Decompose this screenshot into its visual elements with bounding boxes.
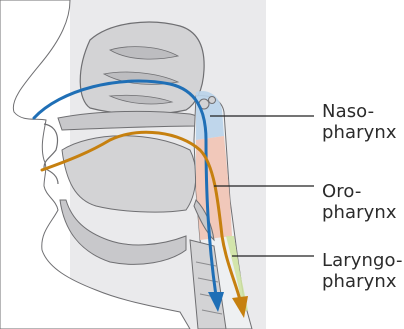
label-nasopharynx-line2: pharynx xyxy=(322,122,397,143)
label-nasopharynx: Naso- pharynx xyxy=(322,101,397,143)
label-laryngopharynx-line1: Laryngo- xyxy=(322,250,403,271)
label-oropharynx-line2: pharynx xyxy=(322,202,397,223)
label-oropharynx: Oro- pharynx xyxy=(322,181,397,223)
label-laryngopharynx-line2: pharynx xyxy=(322,271,403,292)
label-nasopharynx-line1: Naso- xyxy=(322,101,397,122)
tonsil xyxy=(209,97,216,104)
label-oropharynx-line1: Oro- xyxy=(322,181,397,202)
lips xyxy=(44,124,58,184)
label-laryngopharynx: Laryngo- pharynx xyxy=(322,250,403,292)
